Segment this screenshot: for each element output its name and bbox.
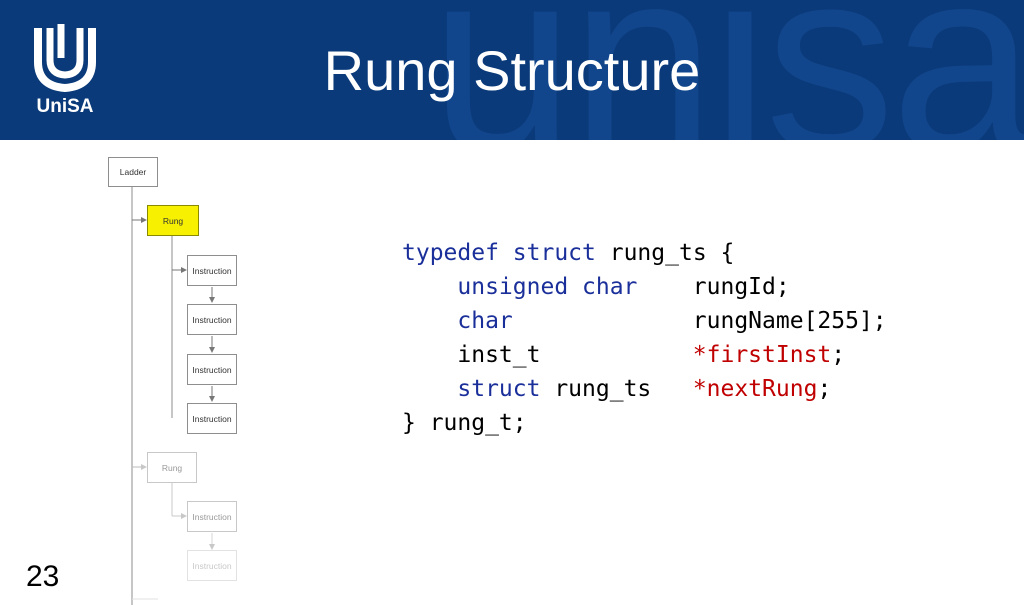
page-number: 23 bbox=[26, 560, 60, 593]
code-token: ; bbox=[831, 342, 846, 368]
code-line: typedef struct rung_ts { bbox=[402, 240, 734, 266]
code-token: typedef bbox=[402, 240, 499, 266]
code-token: rung_ts bbox=[540, 376, 693, 402]
code-token: rungName[255]; bbox=[512, 308, 887, 334]
header-watermark: unisa bbox=[430, 0, 1024, 140]
code-token bbox=[402, 308, 457, 334]
code-token: } rung_t; bbox=[402, 410, 527, 436]
code-token: rungId; bbox=[637, 274, 790, 300]
slide-title: Rung Structure bbox=[323, 39, 701, 102]
code-token: struct bbox=[457, 376, 541, 402]
rung-box-2: Rung bbox=[147, 452, 197, 483]
code-token: struct bbox=[512, 240, 596, 266]
instruction-box: Instruction bbox=[187, 501, 237, 532]
unisa-logo-icon bbox=[34, 24, 96, 92]
ladder-box: Ladder bbox=[108, 157, 158, 187]
instruction-box: Instruction bbox=[187, 403, 237, 434]
code-line: char rungName[255]; bbox=[402, 308, 887, 334]
code-token bbox=[499, 240, 513, 266]
code-token bbox=[402, 376, 457, 402]
code-token: *firstInst bbox=[692, 342, 832, 368]
code-line: inst_t *firstInst; bbox=[402, 342, 845, 368]
code-token: inst_t bbox=[402, 342, 693, 368]
instruction-box: Instruction bbox=[187, 255, 237, 286]
slide-header: unisa UniSA Rung Structure bbox=[0, 0, 1024, 140]
code-token: unsigned char bbox=[457, 274, 638, 300]
code-line: unsigned char rungId; bbox=[402, 274, 790, 300]
code-token bbox=[402, 274, 457, 300]
instruction-box: Instruction bbox=[187, 550, 237, 581]
instruction-box: Instruction bbox=[187, 304, 237, 335]
logo-text: UniSA bbox=[36, 96, 94, 117]
code-token: rung_ts { bbox=[595, 240, 735, 266]
diagram-connectors bbox=[131, 187, 215, 605]
code-token: char bbox=[457, 308, 513, 334]
code-token: ; bbox=[817, 376, 832, 402]
code-token: *nextRung bbox=[692, 376, 818, 402]
instruction-box: Instruction bbox=[187, 354, 237, 385]
code-block: typedef struct rung_ts { unsigned char r… bbox=[402, 236, 887, 440]
code-line: struct rung_ts *nextRung; bbox=[402, 376, 831, 402]
code-line: } rung_t; bbox=[402, 410, 527, 436]
rung-box: Rung bbox=[147, 205, 199, 236]
